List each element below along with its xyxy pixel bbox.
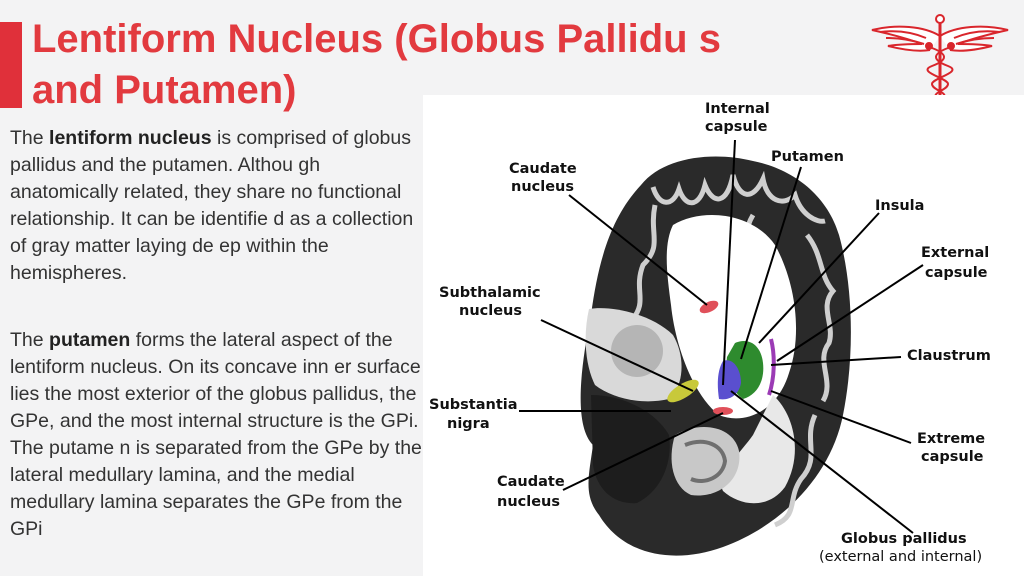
p2-pre: The [10,329,50,351]
title-accent-bar [0,22,22,108]
label-globus-pallidus-2: (external and internal) [819,549,982,565]
p1-bold-term: lentiform nucleus [49,127,212,149]
p1-pre: The [10,127,50,149]
p2-bold-term: putamen [49,329,131,351]
claustrum-region [767,338,776,396]
caudate-bottom-region [713,407,733,415]
brain-coronal-figure: Internal capsule Putamen Caudate nucleus… [423,95,1024,576]
label-internal-capsule-2: capsule [705,119,768,135]
label-internal-capsule-1: Internal [705,101,770,117]
label-putamen: Putamen [771,149,844,165]
label-caudate-top-2: nucleus [511,179,574,195]
caduceus-icon [871,14,1009,99]
label-substantia-1: Substantia [429,397,518,413]
label-subthalamic-1: Subthalamic [439,285,541,301]
logo [866,8,1014,100]
label-external-capsule-2: capsule [925,265,988,281]
label-caudate-top-1: Caudate [509,161,577,177]
label-subthalamic-2: nucleus [459,303,522,319]
p1-post: is comprised of globus pallidus and the … [10,127,414,284]
label-globus-pallidus-1: Globus pallidus [841,531,967,547]
paragraph-putamen: The putamen forms the lateral aspect of … [10,327,422,543]
white-matter [666,214,797,504]
label-caudate-bottom-2: nucleus [497,494,560,510]
paragraph-lentiform: The lentiform nucleus is comprised of gl… [10,125,422,287]
label-external-capsule-1: External [921,245,989,261]
subthalamic-region [667,379,699,403]
label-substantia-2: nigra [447,416,490,432]
label-claustrum: Claustrum [907,348,991,364]
label-extreme-capsule-1: Extreme [917,431,985,447]
label-caudate-bottom-1: Caudate [497,474,565,490]
brain-section-illustration: Internal capsule Putamen Caudate nucleus… [429,101,991,565]
p2-post: forms the lateral aspect of the lentifor… [10,329,422,540]
slide-title: Lentiform Nucleus (Globus Pallidu s and … [32,17,721,112]
label-insula: Insula [875,198,924,214]
thalamus-nucleus [611,325,663,377]
label-extreme-capsule-2: capsule [921,449,984,465]
brainstem [591,395,670,504]
leader-lines [519,139,924,534]
